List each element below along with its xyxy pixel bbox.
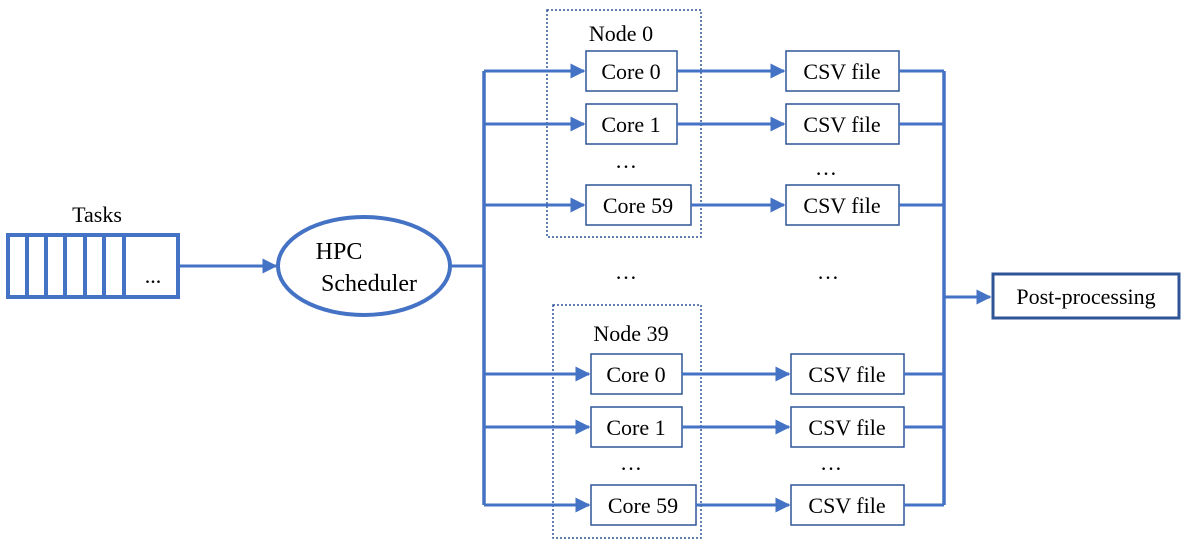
between-nodes-csv-ellipsis: …	[817, 259, 839, 284]
post-processing-label: Post-processing	[1016, 284, 1155, 309]
core-box	[590, 406, 683, 448]
node-0: Node 0 Core 0 CSV file Core 1 CSV file ……	[484, 9, 944, 238]
core-label: Core 1	[606, 415, 665, 440]
post-processing-box	[991, 272, 1181, 320]
node-0-label: Node 0	[589, 21, 653, 46]
csv-file-label: CSV file	[808, 493, 885, 518]
scheduler-label-line1: HPC	[316, 239, 363, 265]
csv-file-label: CSV file	[803, 59, 880, 84]
core-label: Core 59	[603, 193, 673, 218]
core-label: Core 0	[606, 362, 665, 387]
task-queue-box	[6, 233, 180, 299]
csv-file-box	[785, 103, 900, 145]
scheduler-ellipse	[276, 215, 452, 317]
hpc-scheduler: HPC Scheduler	[276, 215, 452, 317]
node-39: Node 39 Core 0 CSV file Core 1 CSV file …	[484, 304, 944, 539]
core-box	[590, 353, 683, 395]
csv-file-box	[790, 406, 905, 448]
scheduler-label-line2: Scheduler	[321, 271, 417, 297]
core-label: Core 1	[601, 112, 660, 137]
csv-file-box	[785, 50, 900, 92]
node-39-label: Node 39	[593, 321, 668, 346]
task-queue-more: ...	[145, 263, 162, 288]
csv-ellipsis: …	[815, 155, 837, 180]
csv-file-label: CSV file	[808, 415, 885, 440]
core-box	[585, 50, 678, 92]
core-box	[590, 484, 697, 526]
between-nodes-core-ellipsis: …	[615, 259, 637, 284]
csv-ellipsis: …	[820, 450, 842, 475]
core-box	[585, 184, 692, 226]
csv-file-label: CSV file	[803, 193, 880, 218]
node-39-frame	[552, 304, 702, 539]
task-queue: Tasks ...	[6, 202, 180, 299]
post-processing: Post-processing	[991, 272, 1181, 320]
core-label: Core 59	[608, 493, 678, 518]
core-ellipsis: …	[615, 148, 637, 173]
core-label: Core 0	[601, 59, 660, 84]
core-ellipsis: …	[620, 450, 642, 475]
csv-file-label: CSV file	[808, 362, 885, 387]
csv-file-label: CSV file	[803, 112, 880, 137]
tasks-label: Tasks	[72, 202, 122, 227]
